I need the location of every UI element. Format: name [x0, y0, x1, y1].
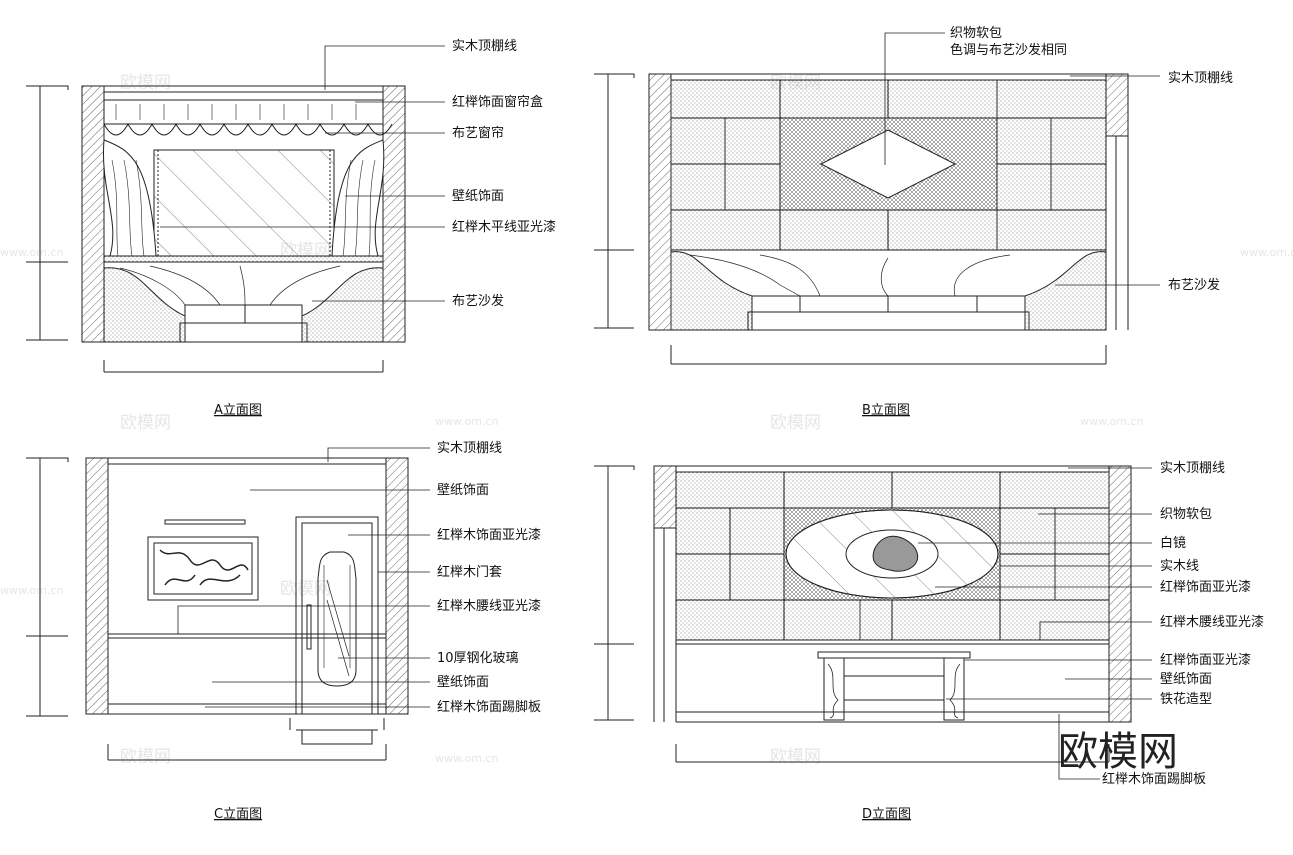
svg-text:红榉木平线亚光漆: 红榉木平线亚光漆: [452, 219, 556, 235]
svg-text:红榉木饰面亚光漆: 红榉木饰面亚光漆: [437, 527, 541, 543]
elevation-a: [26, 45, 445, 373]
svg-text:红榉木腰线亚光漆: 红榉木腰线亚光漆: [437, 598, 541, 614]
svg-text:铁花造型: 铁花造型: [1160, 691, 1212, 707]
svg-text:欧模网: 欧模网: [280, 579, 331, 599]
svg-text:www.om.cn: www.om.cn: [435, 415, 498, 428]
svg-text:壁纸饰面: 壁纸饰面: [437, 483, 489, 498]
svg-text:布艺窗帘: 布艺窗帘: [452, 125, 504, 141]
svg-text:红榉木饰面踢脚板: 红榉木饰面踢脚板: [1102, 771, 1206, 787]
site-logo: 欧模网: [1058, 729, 1178, 775]
svg-text:欧模网: 欧模网: [120, 413, 171, 433]
svg-text:实木顶棚线: 实木顶棚线: [437, 441, 502, 456]
svg-text:布艺沙发: 布艺沙发: [452, 293, 504, 309]
elevation-b: [594, 32, 1160, 365]
elevation-d-leaders: [859, 467, 1152, 780]
svg-text:实木顶棚线: 实木顶棚线: [452, 39, 517, 54]
svg-text:www.om.cn: www.om.cn: [1240, 246, 1293, 259]
elevation-c-leaders: [177, 447, 430, 708]
elevation-a-title: A立面图: [214, 403, 262, 418]
svg-text:布艺沙发: 布艺沙发: [1168, 277, 1220, 293]
elevation-b-title: B立面图: [862, 403, 910, 418]
svg-text:欧模网: 欧模网: [770, 747, 821, 767]
elevation-c-labels: 实木顶棚线 壁纸饰面 红榉木饰面亚光漆 红榉木门套 红榉木腰线亚光漆 10厚钢化…: [214, 441, 541, 822]
elevation-c: [26, 447, 430, 761]
elevation-d-title: D立面图: [862, 807, 911, 822]
svg-text:红榉木腰线亚光漆: 红榉木腰线亚光漆: [1160, 614, 1264, 630]
svg-text:红榉木饰面踢脚板: 红榉木饰面踢脚板: [437, 699, 541, 715]
svg-text:实木线: 实木线: [1160, 559, 1199, 574]
svg-text:欧模网: 欧模网: [120, 73, 171, 93]
svg-text:红榉饰面亚光漆: 红榉饰面亚光漆: [1160, 579, 1251, 595]
svg-text:10厚钢化玻璃: 10厚钢化玻璃: [437, 651, 519, 666]
elevation-c-title: C立面图: [214, 807, 262, 822]
svg-text:www.om.cn: www.om.cn: [0, 584, 63, 597]
svg-text:www.om.cn: www.om.cn: [0, 246, 63, 259]
svg-text:织物软包: 织物软包: [1160, 507, 1212, 522]
elevation-d-labels: 实木顶棚线 织物软包 白镜 实木线 红榉饰面亚光漆 红榉木腰线亚光漆 红榉饰面亚…: [862, 461, 1264, 822]
elevation-a-labels: 实木顶棚线 红榉饰面窗帘盒 布艺窗帘 壁纸饰面 红榉木平线亚光漆 布艺沙发 A立…: [214, 39, 556, 418]
elevation-b-labels: 织物软包 色调与布艺沙发相同 实木顶棚线 布艺沙发 B立面图: [862, 26, 1233, 418]
svg-text:欧模网: 欧模网: [120, 747, 171, 767]
svg-text:红榉饰面亚光漆: 红榉饰面亚光漆: [1160, 652, 1251, 668]
svg-text:壁纸饰面: 壁纸饰面: [1160, 672, 1212, 687]
svg-text:红榉饰面窗帘盒: 红榉饰面窗帘盒: [452, 94, 543, 110]
svg-text:实木顶棚线: 实木顶棚线: [1168, 71, 1233, 86]
svg-text:实木顶棚线: 实木顶棚线: [1160, 461, 1225, 476]
svg-text:壁纸饰面: 壁纸饰面: [452, 189, 504, 204]
svg-text:色调与布艺沙发相同: 色调与布艺沙发相同: [950, 42, 1067, 58]
svg-text:红榉木门套: 红榉木门套: [437, 564, 502, 580]
elevation-d: [594, 465, 1152, 780]
svg-text:壁纸饰面: 壁纸饰面: [437, 675, 489, 690]
svg-text:www.om.cn: www.om.cn: [435, 752, 498, 765]
elevation-a-leaders: [160, 45, 445, 302]
svg-text:白镜: 白镜: [1160, 535, 1186, 551]
svg-text:织物软包: 织物软包: [950, 26, 1002, 41]
svg-text:www.om.cn: www.om.cn: [1080, 415, 1143, 428]
svg-text:欧模网: 欧模网: [770, 413, 821, 433]
elevation-b-leaders: [884, 32, 1160, 286]
